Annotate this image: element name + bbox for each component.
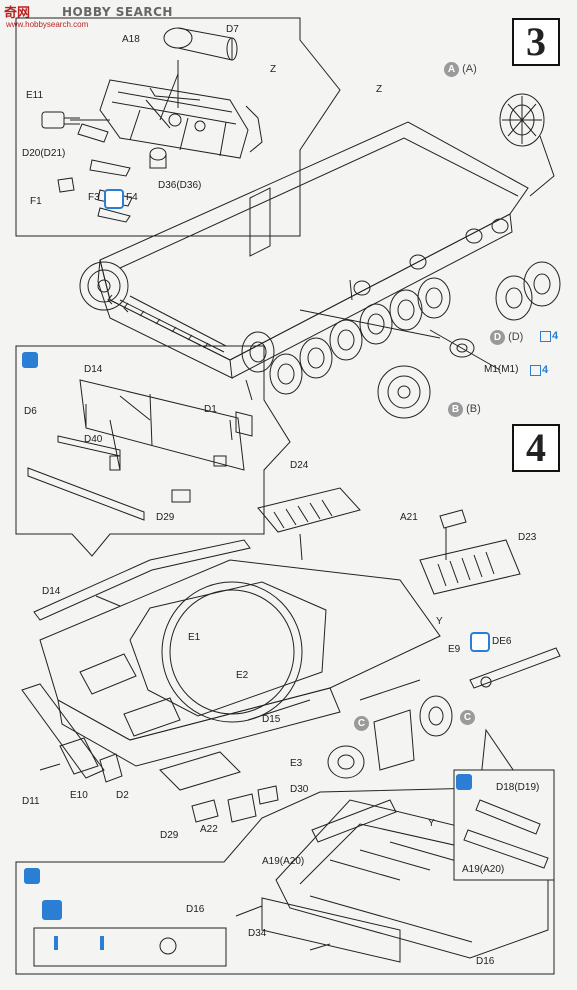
part-a19-lower	[311, 799, 397, 843]
paint-brush-icon	[456, 774, 472, 790]
label-a18: A18	[122, 34, 140, 45]
inset-side-plate	[27, 379, 253, 521]
label-d29-inset: D29	[156, 512, 175, 523]
label-d1: D1	[204, 404, 217, 415]
hull-top	[33, 539, 441, 767]
part-d7-tube	[163, 27, 238, 61]
label-m1: M1(M1)	[484, 364, 519, 375]
hull-main	[97, 121, 529, 379]
callout-b: B (B)	[448, 402, 481, 417]
part-a21	[439, 509, 467, 529]
label-d40: D40	[84, 434, 103, 445]
label-e3: E3	[290, 758, 303, 769]
label-z-main: Z	[376, 84, 383, 95]
quantity-m1: 4	[530, 364, 548, 376]
decal-icon	[42, 900, 62, 920]
inset-hull-rear	[99, 79, 263, 159]
return-rollers	[353, 218, 509, 296]
label-d16-inset: D16	[186, 904, 205, 915]
quantity-d: 4	[540, 330, 558, 342]
watermark-en: HOBBY SEARCH	[62, 5, 173, 19]
label-d20: D20(D21)	[22, 148, 66, 159]
step-number-4: 4	[512, 424, 560, 472]
label-d11: D11	[22, 796, 40, 807]
step4-lower-inset-frame	[15, 728, 555, 975]
part-f1	[57, 177, 75, 193]
label-e10: E10	[70, 790, 88, 801]
label-a22: A22	[200, 824, 218, 835]
watermark-cn: 奇网	[4, 6, 31, 21]
label-d30: D30	[290, 784, 309, 795]
label-f4: F4	[126, 192, 138, 203]
part-d16-plate	[261, 897, 401, 963]
label-f1: F1	[30, 196, 42, 207]
cement-icon	[104, 189, 124, 209]
label-e11: E11	[26, 90, 44, 101]
part-d24-grill	[257, 487, 361, 533]
road-wheels	[241, 277, 451, 395]
part-d23-grill	[419, 539, 521, 595]
label-e9: E9	[448, 644, 461, 655]
label-d15: D15	[262, 714, 281, 725]
label-d14: D14	[42, 586, 61, 597]
step3-inset-frame	[15, 17, 341, 237]
step4-inset-frame	[15, 345, 291, 557]
part-e11	[41, 111, 80, 129]
label-y-main: Y	[436, 616, 443, 627]
callout-a: A (A)	[444, 62, 477, 77]
label-f3: F3	[88, 192, 100, 203]
step-number-3: 3	[512, 18, 560, 66]
label-a19-right: A19(A20)	[462, 864, 505, 875]
label-d24: D24	[290, 460, 309, 471]
label-a21: A21	[400, 512, 418, 523]
part-d16-inset	[33, 927, 227, 967]
part-e3-wheel	[327, 745, 365, 779]
wheel-c	[419, 695, 453, 737]
part-d20	[77, 123, 109, 143]
label-d34: D34	[248, 928, 267, 939]
label-d36: D36(D36)	[158, 180, 202, 191]
idler-wheel-a	[499, 93, 545, 147]
label-de6: DE6	[492, 636, 512, 647]
part-d30-d29-a22	[191, 785, 279, 823]
label-y-lower: Y	[428, 818, 435, 829]
cement-icon	[470, 632, 490, 652]
part-d36	[149, 147, 167, 169]
label-d29: D29	[160, 830, 179, 841]
part-d6-rod-right	[469, 647, 561, 689]
label-z-inset: Z	[270, 64, 277, 75]
label-d18: D18(D19)	[496, 782, 540, 793]
label-d7: D7	[226, 24, 239, 35]
watermark-url: www.hobbysearch.com	[6, 20, 89, 29]
label-d23: D23	[518, 532, 537, 543]
callout-d: D (D)	[490, 330, 523, 345]
label-d6: D6	[24, 406, 37, 417]
label-e2: E2	[236, 670, 249, 681]
part-d11-e10	[21, 683, 105, 779]
part-m1-cap	[449, 338, 475, 358]
label-d16: D16	[476, 956, 495, 967]
label-d14-inset: D14	[84, 364, 103, 375]
paint-brush-icon	[24, 868, 40, 884]
label-d2: D2	[116, 790, 129, 801]
label-a19-lower: A19(A20)	[262, 856, 305, 867]
part-d2	[99, 753, 123, 783]
label-e1: E1	[188, 632, 201, 643]
callout-c-right: C	[460, 710, 475, 725]
paint-brush-icon	[22, 352, 38, 368]
sprocket-left	[79, 261, 129, 311]
wheel-d-pair	[495, 261, 561, 321]
sprocket-b	[377, 365, 431, 419]
callout-c-left: C	[354, 716, 369, 731]
